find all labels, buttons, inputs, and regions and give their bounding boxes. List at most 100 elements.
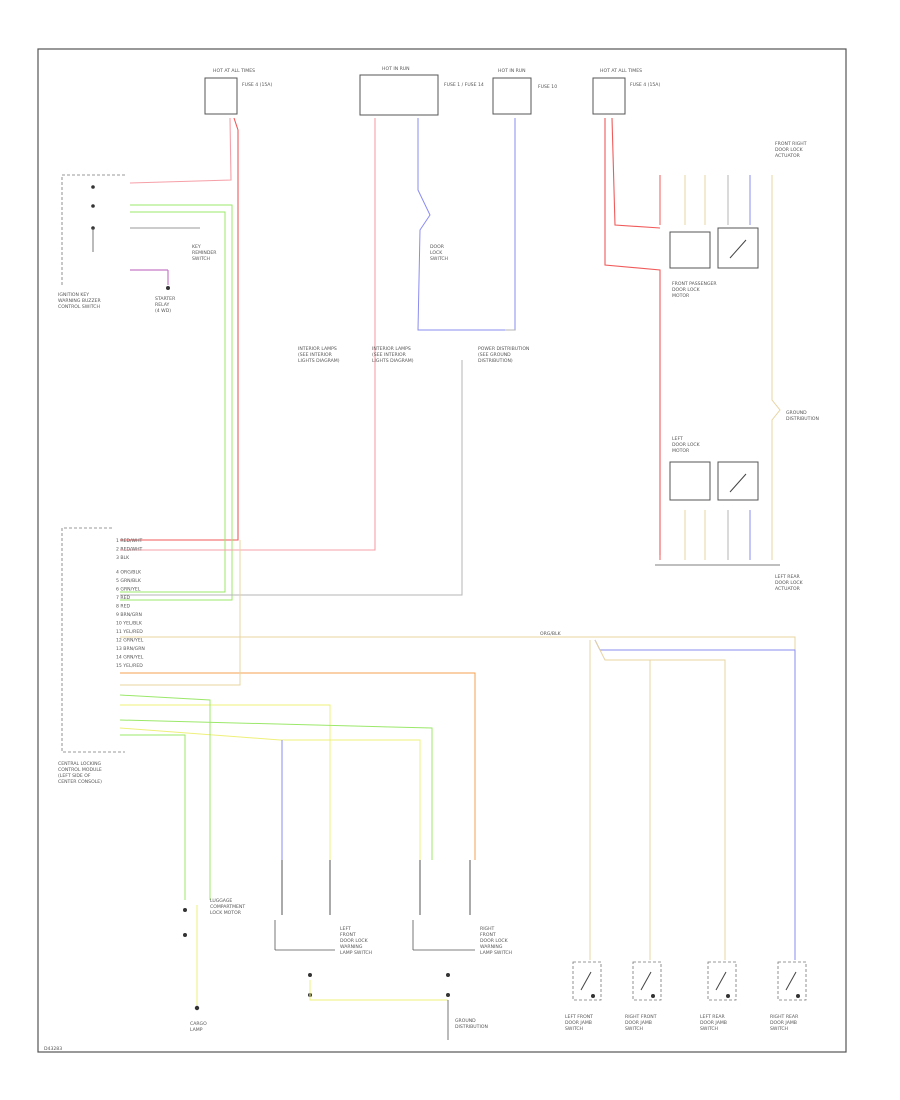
right-front-door-lock-switch: RIGHT FRONT DOOR LOCK WARNING LAMP SWITC… bbox=[412, 860, 512, 997]
svg-text:DOOR LOCK: DOOR LOCK bbox=[775, 580, 804, 586]
wire-blue-mid bbox=[417, 118, 516, 331]
jamb-switch-label: DOOR JAMB bbox=[565, 1020, 592, 1026]
svg-text:HOT AT ALL TIMES: HOT AT ALL TIMES bbox=[600, 68, 642, 74]
svg-text:COMPARTMENT: COMPARTMENT bbox=[210, 904, 245, 910]
svg-text:LIGHTS DIAGRAM): LIGHTS DIAGRAM) bbox=[298, 358, 340, 364]
jamb-switch-label: LEFT REAR bbox=[700, 1014, 726, 1020]
fuse-top-left: HOT AT ALL TIMES FUSE 4 (15A) bbox=[204, 68, 272, 115]
svg-text:(4 WD): (4 WD) bbox=[155, 308, 171, 314]
svg-text:CONTROL SWITCH: CONTROL SWITCH bbox=[58, 304, 100, 310]
svg-text:MOTOR: MOTOR bbox=[672, 293, 690, 299]
central-locking-module: CENTRAL LOCKING CONTROL MODULE (LEFT SID… bbox=[58, 527, 125, 785]
svg-text:LOCK: LOCK bbox=[430, 250, 443, 256]
svg-text:STARTER: STARTER bbox=[155, 296, 176, 302]
svg-text:LEFT REAR: LEFT REAR bbox=[775, 574, 801, 580]
fuse-top-mid: HOT IN RUN FUSE 1 / FUSE 14 bbox=[359, 66, 484, 116]
svg-text:(LEFT SIDE OF: (LEFT SIDE OF bbox=[58, 773, 91, 779]
module-pin-15: 15 YEL/RED bbox=[116, 663, 143, 669]
module-pin-8: 8 RED bbox=[116, 604, 130, 610]
module-pin-5: 5 GRN/BLK bbox=[116, 578, 142, 584]
diagram-frame bbox=[37, 48, 847, 1053]
svg-text:DOOR LOCK: DOOR LOCK bbox=[672, 442, 701, 448]
svg-text:DOOR LOCK: DOOR LOCK bbox=[340, 938, 369, 944]
front-right-door-connectors: FRONT RIGHT DOOR LOCK ACTUATOR FRONT PAS… bbox=[659, 141, 807, 299]
svg-text:WARNING: WARNING bbox=[480, 944, 503, 950]
svg-text:FRONT: FRONT bbox=[340, 932, 356, 938]
wire-green-mod-3 bbox=[119, 694, 211, 855]
svg-text:HOT AT ALL TIMES: HOT AT ALL TIMES bbox=[213, 68, 255, 74]
svg-text:HOT IN RUN: HOT IN RUN bbox=[498, 68, 526, 74]
svg-text:IGNITION KEY: IGNITION KEY bbox=[58, 292, 89, 298]
svg-text:LAMP SWITCH: LAMP SWITCH bbox=[480, 950, 512, 956]
svg-text:FRONT PASSENGER: FRONT PASSENGER bbox=[672, 281, 717, 287]
jamb-switch-label: LEFT FRONT bbox=[565, 1014, 593, 1020]
svg-text:DOOR: DOOR bbox=[430, 244, 445, 250]
wire-pink-left bbox=[129, 117, 232, 184]
svg-text:(SEE GROUND: (SEE GROUND bbox=[478, 352, 511, 358]
module-pin-2: 2 RED/WHT bbox=[116, 547, 143, 553]
wire-green-ign-2 bbox=[120, 211, 226, 593]
svg-text:LEFT: LEFT bbox=[340, 926, 351, 932]
module-pin-12: 12 GRN/YEL bbox=[116, 638, 144, 644]
module-pin-list: 1 RED/WHT 2 RED/WHT 3 BLK 4 ORG/BLK 5 GRN/BL… bbox=[116, 538, 145, 669]
svg-text:INTERIOR LAMPS: INTERIOR LAMPS bbox=[298, 346, 337, 352]
svg-text:ACTUATOR: ACTUATOR bbox=[775, 586, 801, 592]
svg-text:REMINDER: REMINDER bbox=[192, 250, 217, 256]
wire-tan-right bbox=[771, 225, 781, 555]
left-rear-door-connectors: LEFT DOOR LOCK MOTOR LEFT REAR DOOR LOCK… bbox=[655, 436, 804, 592]
wire-yellow-mod-2 bbox=[119, 727, 421, 860]
svg-text:GROUND: GROUND bbox=[786, 410, 807, 416]
svg-text:GROUND: GROUND bbox=[455, 1018, 476, 1024]
svg-text:FUSE 4 (15A): FUSE 4 (15A) bbox=[630, 82, 660, 88]
svg-text:DISTRIBUTION: DISTRIBUTION bbox=[455, 1024, 488, 1030]
svg-text:FRONT RIGHT: FRONT RIGHT bbox=[775, 141, 807, 147]
ignition-switch-group: IGNITION KEY WARNING BUZZER CONTROL SWIT… bbox=[58, 174, 217, 310]
left-front-door-lock-switch: LEFT FRONT DOOR LOCK WARNING LAMP SWITCH bbox=[274, 860, 372, 997]
jamb-switch-label: DOOR JAMB bbox=[700, 1020, 727, 1026]
starter-relay: STARTER RELAY (4 WD) bbox=[130, 269, 176, 314]
wire-green-mod-1 bbox=[119, 719, 433, 860]
svg-text:LUGGAGE: LUGGAGE bbox=[210, 898, 232, 904]
svg-text:WARNING: WARNING bbox=[340, 944, 363, 950]
jamb-switch-label: SWITCH bbox=[625, 1026, 643, 1032]
module-pin-1: 1 RED/WHT bbox=[116, 538, 143, 544]
svg-text:ORG/BLK: ORG/BLK bbox=[540, 631, 562, 637]
wire-tan-switch-3 bbox=[650, 659, 726, 960]
svg-text:DOOR LOCK: DOOR LOCK bbox=[672, 287, 701, 293]
wire-tan-switch-2 bbox=[594, 639, 651, 960]
module-pin-4: 4 ORG/BLK bbox=[116, 570, 142, 576]
jamb-switch-label: SWITCH bbox=[770, 1026, 788, 1032]
wire-green-ign bbox=[120, 204, 233, 601]
wire-green-mod-2 bbox=[120, 734, 186, 855]
svg-text:RIGHT: RIGHT bbox=[480, 926, 495, 932]
module-pin-13: 13 BRN/GRN bbox=[116, 646, 145, 652]
module-pin-10: 10 YEL/BLK bbox=[116, 621, 143, 627]
svg-text:INTERIOR LAMPS: INTERIOR LAMPS bbox=[372, 346, 411, 352]
jamb-switch-label: SWITCH bbox=[700, 1026, 718, 1032]
module-pin-14: 14 GRN/YEL bbox=[116, 655, 144, 661]
wire-red-right-2 bbox=[611, 117, 661, 229]
svg-text:LAMP: LAMP bbox=[190, 1027, 203, 1033]
svg-text:ACTUATOR: ACTUATOR bbox=[775, 153, 801, 159]
module-pin-3: 3 BLK bbox=[116, 555, 130, 561]
svg-text:FUSE 1 / FUSE 14: FUSE 1 / FUSE 14 bbox=[444, 82, 484, 88]
svg-text:FRONT: FRONT bbox=[480, 932, 496, 938]
svg-text:MOTOR: MOTOR bbox=[672, 448, 690, 454]
svg-text:DOOR LOCK: DOOR LOCK bbox=[480, 938, 509, 944]
svg-text:(SEE INTERIOR: (SEE INTERIOR bbox=[298, 352, 333, 358]
svg-text:SWITCH: SWITCH bbox=[192, 256, 210, 262]
wire-gray-module bbox=[120, 360, 463, 596]
svg-text:LIGHTS DIAGRAM): LIGHTS DIAGRAM) bbox=[372, 358, 414, 364]
svg-text:FUSE 10: FUSE 10 bbox=[538, 84, 557, 90]
left-front-lock-switch: CARGO LAMP LUGGAGE COMPARTMENT LOCK MOTO… bbox=[183, 855, 245, 1033]
svg-text:CENTER CONSOLE): CENTER CONSOLE) bbox=[58, 779, 102, 785]
wire-red-mid bbox=[120, 118, 376, 551]
svg-text:DOOR LOCK: DOOR LOCK bbox=[775, 147, 804, 153]
wire-orange-mod bbox=[120, 672, 476, 860]
svg-text:LAMP SWITCH: LAMP SWITCH bbox=[340, 950, 372, 956]
svg-text:HOT IN RUN: HOT IN RUN bbox=[382, 66, 410, 72]
